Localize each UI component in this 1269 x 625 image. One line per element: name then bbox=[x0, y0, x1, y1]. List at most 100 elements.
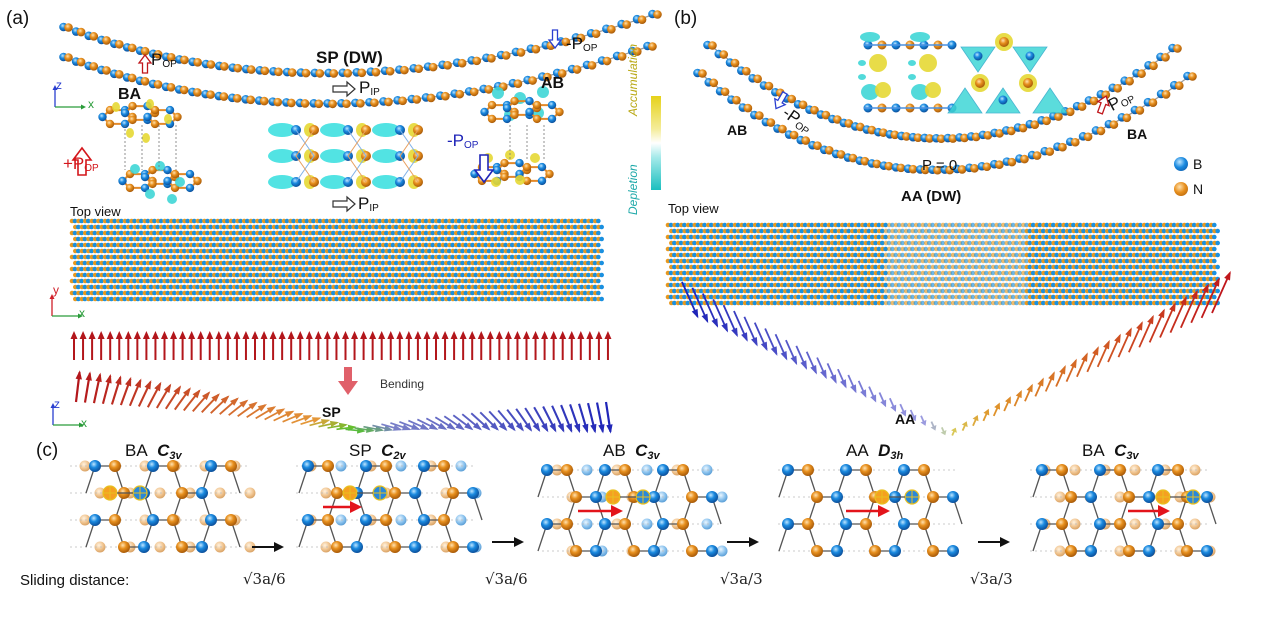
uniform-pol-arrow-head bbox=[414, 331, 422, 339]
top-view-b-atom bbox=[572, 224, 578, 230]
uniform-pol-arrow-head bbox=[577, 331, 585, 339]
top-view-b-atom bbox=[165, 266, 171, 272]
top-view-b-atom bbox=[443, 230, 449, 236]
top-view-b-atom bbox=[152, 266, 157, 272]
top-view-b-atom bbox=[364, 218, 369, 224]
top-view-b-atom bbox=[443, 266, 449, 272]
top-view-b-atom bbox=[529, 254, 535, 260]
top-view-b-atom bbox=[509, 254, 515, 260]
top-view-b-atom bbox=[543, 242, 548, 248]
top-view-b-atom bbox=[423, 254, 429, 260]
top-view-b-atom bbox=[85, 254, 91, 260]
top-view-b-atom bbox=[516, 266, 522, 272]
top-view-b-atom bbox=[92, 254, 98, 260]
top-view-b-atom bbox=[185, 254, 190, 260]
top-view-b-atom bbox=[463, 254, 469, 260]
top-view-b-atom bbox=[208, 260, 214, 266]
top-view-b-atom bbox=[483, 230, 489, 236]
top-view-b-atom bbox=[119, 266, 124, 272]
top-view-b-atom bbox=[427, 236, 432, 242]
top-view-b-atom bbox=[586, 260, 591, 266]
top-view-b-atom bbox=[1215, 264, 1220, 270]
top-view-b-atom bbox=[364, 254, 369, 260]
nitrogen-atom bbox=[764, 81, 774, 91]
top-view-b-atom bbox=[569, 218, 575, 224]
uniform-pol-arrow-head bbox=[477, 331, 485, 339]
top-view-b-atom bbox=[523, 254, 528, 260]
top-view-b-atom bbox=[470, 254, 475, 260]
top-view-b-atom bbox=[579, 236, 585, 242]
top-view-b-atom bbox=[125, 254, 131, 260]
top-view-b-atom bbox=[172, 230, 177, 236]
top-view-b-atom bbox=[89, 272, 94, 278]
nitrogen-atom bbox=[370, 98, 379, 108]
top-view-b-atom bbox=[294, 224, 300, 230]
top-view-b-atom bbox=[433, 224, 439, 230]
top-view-b-atom bbox=[543, 218, 548, 224]
top-view-b-atom bbox=[374, 224, 379, 230]
nitrogen-atom bbox=[709, 78, 719, 88]
top-view-b-atom bbox=[400, 224, 406, 230]
top-view-b-atom bbox=[437, 254, 442, 260]
top-view-b-atom bbox=[258, 242, 263, 248]
top-view-b-atom bbox=[347, 236, 353, 242]
top-view-b-atom bbox=[420, 236, 426, 242]
top-view-b-atom bbox=[221, 236, 227, 242]
top-view-b-atom bbox=[201, 272, 207, 278]
top-view-b-atom bbox=[311, 218, 316, 224]
top-view-b-atom bbox=[453, 224, 459, 230]
top-view-b-atom bbox=[138, 242, 144, 248]
top-view-b-atom bbox=[264, 218, 270, 224]
nitrogen-atom bbox=[1137, 69, 1146, 79]
nitrogen-atom bbox=[1065, 107, 1075, 117]
top-view-b-atom bbox=[241, 236, 247, 242]
top-view-b-atom bbox=[218, 230, 224, 236]
top-view-b-atom bbox=[178, 254, 184, 260]
top-view-b-atom bbox=[181, 236, 187, 242]
top-view-b-atom bbox=[470, 218, 475, 224]
top-view-b-atom bbox=[284, 218, 290, 224]
top-view-b-atom bbox=[506, 248, 512, 254]
nitrogen-atom bbox=[89, 32, 99, 41]
top-view-b-atom bbox=[390, 218, 396, 224]
nitrogen-atom bbox=[76, 57, 86, 67]
nitrogen-atom bbox=[982, 162, 992, 172]
top-view-b-atom bbox=[258, 266, 263, 272]
top-view-b-atom bbox=[420, 260, 426, 266]
top-view-b-atom bbox=[314, 260, 320, 266]
top-view-b-atom bbox=[82, 260, 88, 266]
top-view-b-atom bbox=[410, 254, 416, 260]
nitrogen-atom bbox=[89, 62, 99, 71]
nitrogen-atom bbox=[76, 27, 86, 37]
top-view-b-atom bbox=[579, 224, 585, 230]
top-view-b-atom bbox=[589, 254, 595, 260]
top-view-b-atom bbox=[344, 218, 349, 224]
top-view-b-atom bbox=[586, 236, 591, 242]
nitrogen-atom bbox=[778, 124, 787, 134]
top-view-b-atom bbox=[125, 230, 131, 236]
top-view-b-atom bbox=[523, 230, 528, 236]
nitrogen-atom bbox=[607, 24, 616, 34]
top-view-b-atom bbox=[519, 224, 525, 230]
uniform-pol-arrow-head bbox=[432, 331, 440, 339]
uniform-pol-arrow-head bbox=[115, 331, 123, 339]
top-view-b-atom bbox=[599, 296, 604, 302]
top-view-b-atom bbox=[307, 236, 313, 242]
top-view-b-atom bbox=[175, 236, 180, 242]
nitrogen-atom bbox=[1018, 123, 1028, 133]
top-view-b-atom bbox=[539, 236, 545, 242]
top-view-b-atom bbox=[331, 218, 336, 224]
top-view-b-atom bbox=[185, 242, 190, 248]
uniform-pol-arrow-head bbox=[568, 331, 576, 339]
top-view-b-atom bbox=[357, 218, 363, 224]
top-view-b-atom bbox=[152, 230, 157, 236]
top-view-b-atom bbox=[145, 266, 151, 272]
top-view-b-atom bbox=[234, 260, 240, 266]
top-view-b-atom bbox=[291, 266, 296, 272]
top-view-b-atom bbox=[251, 254, 257, 260]
top-view-b-atom bbox=[218, 266, 224, 272]
top-view-b-atom bbox=[251, 230, 257, 236]
nitrogen-atom bbox=[879, 128, 888, 137]
top-view-b-atom bbox=[403, 218, 409, 224]
top-view-b-atom bbox=[271, 242, 277, 248]
